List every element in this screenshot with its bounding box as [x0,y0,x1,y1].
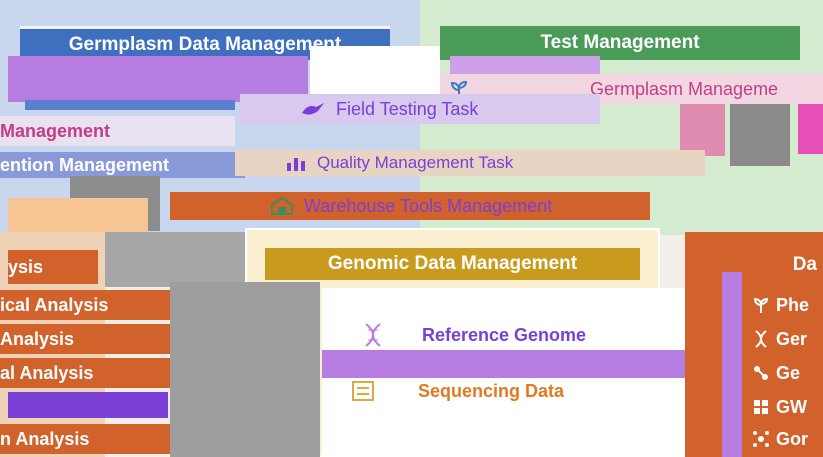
pink-stripe-right [798,104,823,154]
right-purple-strip [722,272,742,457]
genomic-title: Genomic Data Management [327,253,578,274]
sequencing-icon [350,379,376,403]
blue-band [25,100,235,110]
analysis-title-bar[interactable]: ysis [8,250,98,284]
test-menu-item-germplasm[interactable]: Germplasm Manageme [440,74,823,104]
molecule-icon [752,364,770,382]
genomic-title-bar[interactable]: Genomic Data Management [265,248,640,280]
genomic-highlight-band [322,350,722,378]
test-menu-item-quality[interactable]: Quality Management Task [235,150,705,176]
analysis-item-label: ical Analysis [0,295,109,315]
analysis-purple-band [8,392,168,418]
dna-icon [752,330,770,348]
test-title: Test Management [540,32,700,53]
right-item-3[interactable]: GW [752,392,823,422]
genomic-item-label: Sequencing Data [418,380,565,401]
test-menu-item-label: Germplasm Manageme [590,78,779,99]
right-item-2[interactable]: Ge [752,358,823,388]
right-title: Da [792,254,817,275]
management-label: Management [0,121,111,141]
genomic-item-reference-genome[interactable]: Reference Genome [360,320,700,350]
bird-icon [300,99,326,119]
test-menu-item-label: Warehouse Tools Management [304,195,553,216]
right-item-label: Phe [776,294,810,315]
analysis-item-label: n Analysis [0,429,90,449]
management-row[interactable]: Management [0,116,235,146]
right-panel [685,232,823,457]
attention-management-label: ention Management [0,155,170,175]
network-icon [752,430,770,448]
right-item-1[interactable]: Ger [752,324,823,354]
grey-block-analysis [105,232,245,287]
right-item-label: GW [776,396,807,417]
warehouse-icon [270,196,294,216]
plant-icon [752,296,770,314]
right-title-bar[interactable]: Da [685,248,823,282]
grey-column-analysis [170,282,320,457]
germplasm-data-title: Germplasm Data Management [68,33,342,55]
analysis-item-2[interactable]: al Analysis [0,358,170,388]
right-item-label: Ge [776,362,801,383]
right-item-label: Gor [776,428,809,449]
attention-management-row[interactable]: ention Management [0,152,245,178]
test-menu-item-label: Field Testing Task [336,98,479,119]
white-card [310,46,440,101]
analysis-item-0[interactable]: ical Analysis [0,290,170,320]
analysis-item-label: Analysis [0,329,75,349]
analysis-item-label: al Analysis [0,363,94,383]
analysis-item-3[interactable]: n Analysis [0,424,170,454]
test-title-bar[interactable]: Test Management [440,26,800,60]
grid-icon [752,398,770,416]
analysis-title: ysis [8,257,44,277]
pink-block [680,104,725,156]
dna-icon [360,322,386,348]
peach-band-left [8,198,148,232]
right-item-4[interactable]: Gor [752,424,823,454]
test-menu-item-warehouse[interactable]: Warehouse Tools Management [170,192,650,220]
chart-icon [285,153,307,173]
test-menu-item-field-testing[interactable]: Field Testing Task [240,94,600,124]
genomic-item-label: Reference Genome [422,324,587,345]
right-item-0[interactable]: Phe [752,290,823,320]
test-menu-item-label: Quality Management Task [317,153,514,172]
genomic-item-sequencing-data[interactable]: Sequencing Data [350,376,700,406]
analysis-item-1[interactable]: Analysis [0,324,170,354]
right-item-label: Ger [776,328,808,349]
dark-square-right [730,104,790,166]
